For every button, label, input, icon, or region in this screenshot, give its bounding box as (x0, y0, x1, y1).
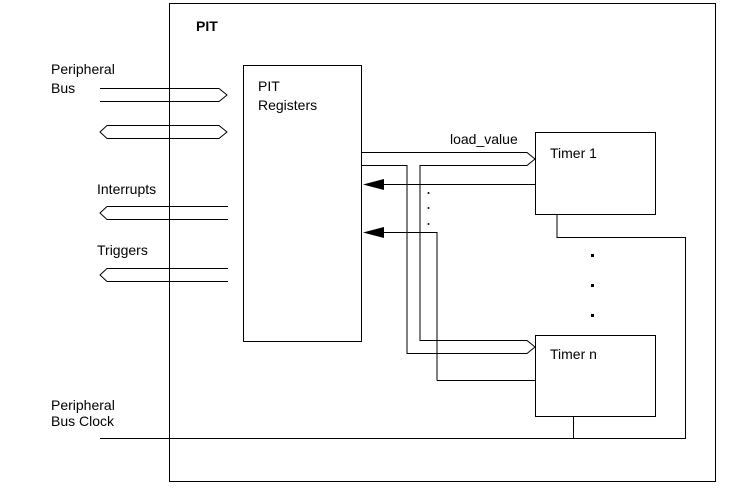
timer-chain-line (556, 215, 686, 439)
ellipsis-dot-small (427, 223, 430, 225)
timer-1-status-arrowhead (363, 179, 384, 190)
triggers-label: Triggers (97, 242, 148, 258)
timer-n-status-arrowhead (363, 227, 384, 238)
interrupts-output-arrow (99, 206, 228, 220)
pit-module-boundary (169, 3, 716, 482)
bus-clock-line (100, 417, 686, 439)
ellipsis-dot-large (591, 314, 594, 317)
triggers-output-arrow (99, 268, 228, 282)
peripheral-bus-label-line2: Bus (51, 80, 75, 96)
timer-n-label: Timer n (550, 346, 597, 362)
timer-n-block (535, 335, 656, 417)
timer-1-label: Timer 1 (550, 145, 597, 161)
pit-registers-label-line1: PIT (258, 78, 280, 94)
timer-n-status-line (384, 232, 535, 381)
timer-1-block (535, 132, 656, 215)
bus-clock-label-line2: Bus Clock (51, 413, 115, 429)
ellipsis-dot-large (591, 254, 594, 257)
load-value-label: load_value (450, 131, 518, 147)
ellipsis-dot-small (427, 207, 430, 209)
peripheral-bus-label-line1: Peripheral (51, 61, 115, 77)
load-value-bus-timer-1 (362, 152, 536, 354)
pit-registers-block (243, 65, 362, 342)
ellipsis-dot-large (591, 284, 594, 287)
pit-module-label: PIT (196, 18, 218, 34)
bus-bidirectional-arrow (99, 125, 228, 139)
bus-input-arrow (100, 88, 228, 102)
ellipsis-dot-small (427, 192, 430, 194)
pit-registers-label-line2: Registers (258, 97, 317, 113)
bus-clock-label-line1: Peripheral (51, 397, 115, 413)
interrupts-label: Interrupts (97, 181, 156, 197)
